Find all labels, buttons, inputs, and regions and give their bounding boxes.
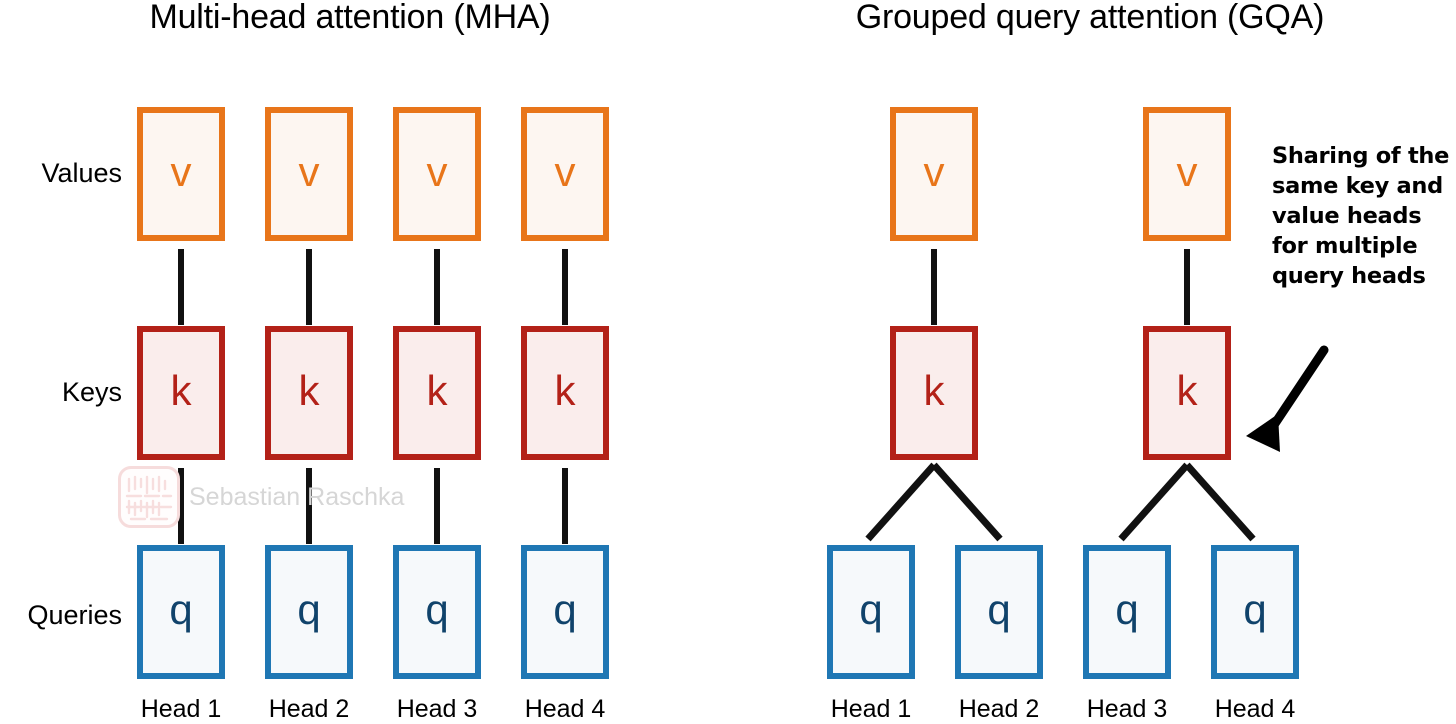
query-glyph: q [553,586,577,633]
query-glyph: q [425,586,449,633]
mha-value-box-head-3: v [393,107,481,241]
gqa-query-box-head-1: q [827,545,915,679]
mha-head-label-1: Head 1 [140,695,222,723]
mha-head-label-4: Head 4 [524,695,606,723]
gqa-query-box-head-4: q [1211,545,1299,679]
gqa-branch-group-1 [865,462,1003,542]
gqa-head-label-2: Head 2 [958,695,1040,723]
gqa-value-box-group-2: v [1143,107,1231,241]
panel-title-gqa: Grouped query attention (GQA) [855,0,1325,36]
gqa-query-box-head-2: q [955,545,1043,679]
row-label-queries: Queries [27,600,122,630]
mha-key-box-head-3: k [393,326,481,460]
mha-connector-k-q-head-2 [306,468,312,544]
gqa-key-box-group-1: k [890,326,978,460]
mha-key-box-head-1: k [137,326,225,460]
mha-value-box-head-1: v [137,107,225,241]
query-glyph: q [1115,586,1139,633]
value-glyph: v [923,148,945,195]
gqa-branch-line-right [931,462,1003,542]
annotation-text: Sharing of the same key and value heads … [1272,143,1450,289]
mha-connector-v-k-head-3 [434,249,440,325]
query-glyph: q [987,586,1011,633]
gqa-branch-group-2 [1118,462,1256,542]
mha-connector-v-k-head-4 [562,249,568,325]
row-label-values: Values [41,158,122,188]
mha-head-label-3: Head 3 [396,695,478,723]
mha-connector-v-k-head-2 [306,249,312,325]
mha-head-label-2: Head 2 [268,695,350,723]
gqa-head-label-3: Head 3 [1086,695,1168,723]
gqa-key-box-group-2: k [1143,326,1231,460]
mha-query-box-head-1: q [137,545,225,679]
value-glyph: v [298,148,320,195]
mha-value-box-head-4: v [521,107,609,241]
gqa-value-box-group-1: v [890,107,978,241]
mha-key-box-head-4: k [521,326,609,460]
watermark: Sebastian Raschka [118,466,404,528]
mha-connector-v-k-head-1 [178,249,184,325]
annotation-arrow-icon [1246,345,1329,452]
mha-value-box-head-2: v [265,107,353,241]
mha-connector-k-q-head-1 [178,468,184,544]
watermark-text: Sebastian Raschka [189,482,405,511]
gqa-branch-line-right [1184,462,1256,542]
mha-query-box-head-3: q [393,545,481,679]
key-glyph: k [554,367,576,414]
value-glyph: v [426,148,448,195]
gqa-connector-v-k-group-1 [931,249,937,325]
mha-connector-k-q-head-4 [562,468,568,544]
gqa-query-box-head-3: q [1083,545,1171,679]
panel-title-mha: Multi-head attention (MHA) [149,0,551,36]
key-glyph: k [923,367,945,414]
gqa-head-label-1: Head 1 [830,695,912,723]
key-glyph: k [298,367,320,414]
query-glyph: q [169,586,193,633]
mha-query-box-head-2: q [265,545,353,679]
key-glyph: k [426,367,448,414]
gqa-head-label-4: Head 4 [1214,695,1296,723]
mha-connector-k-q-head-3 [434,468,440,544]
key-glyph: k [1176,367,1198,414]
query-glyph: q [1243,586,1267,633]
value-glyph: v [1176,148,1198,195]
gqa-connector-v-k-group-2 [1184,249,1190,325]
watermark-logo-icon [118,466,180,528]
query-glyph: q [859,586,883,633]
mha-query-box-head-4: q [521,545,609,679]
query-glyph: q [297,586,321,633]
gqa-branch-line-left [1118,462,1190,542]
value-glyph: v [554,148,576,195]
key-glyph: k [170,367,192,414]
mha-key-box-head-2: k [265,326,353,460]
row-label-keys: Keys [61,377,122,407]
gqa-branch-line-left [865,462,937,542]
value-glyph: v [170,148,192,195]
